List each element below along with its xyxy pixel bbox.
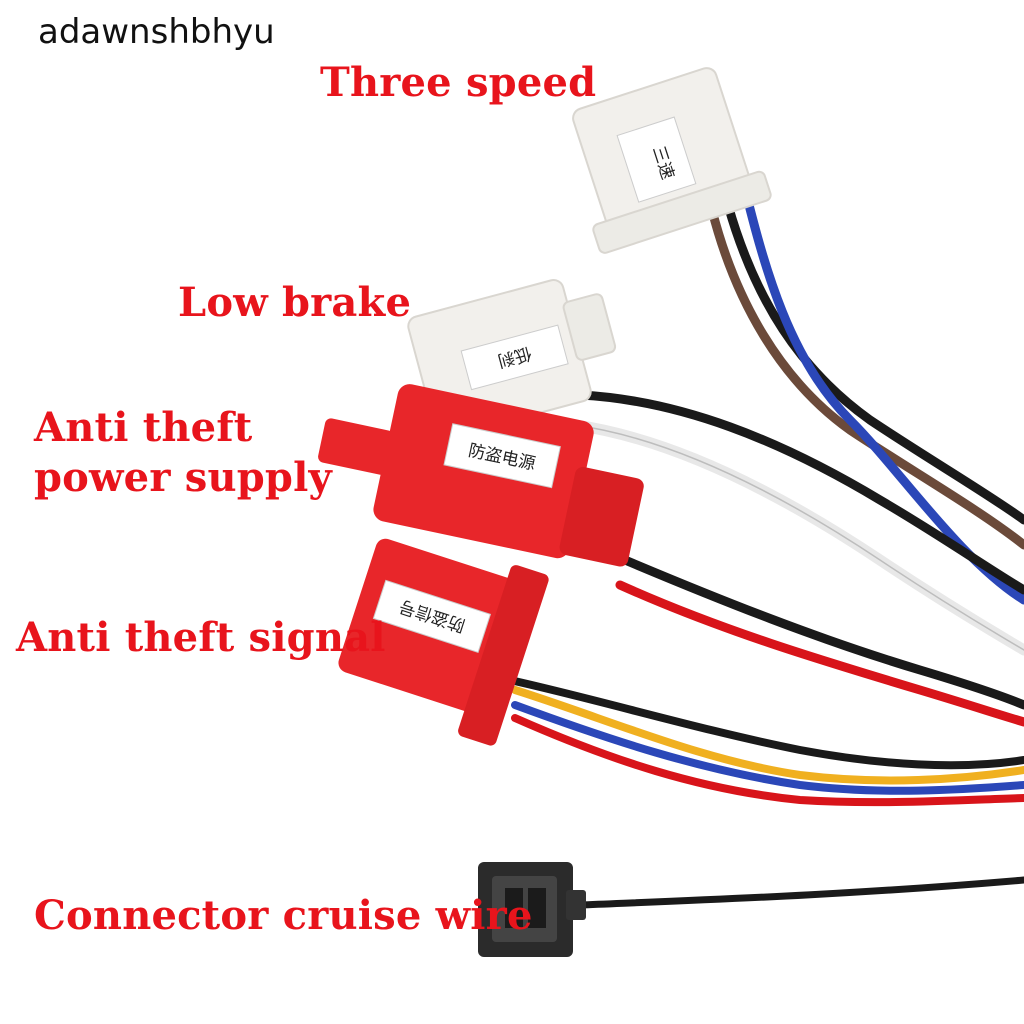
anti-theft-power-wires bbox=[615, 555, 1024, 727]
label-low-brake: Low brake bbox=[178, 279, 412, 326]
low-brake-wires bbox=[569, 390, 1024, 656]
anti-theft-power-connector: 防盗电源 bbox=[318, 384, 644, 567]
cruise-wire bbox=[576, 876, 1024, 909]
anti-theft-signal-connector: 防盗信号 bbox=[338, 538, 549, 746]
label-connector-cruise-wire: Connector cruise wire bbox=[34, 892, 533, 939]
cruise-connector bbox=[478, 862, 586, 957]
three-speed-wires bbox=[707, 180, 1024, 605]
three-speed-connector: 三速 bbox=[572, 67, 772, 254]
label-anti-theft-power-line1: Anti theft bbox=[34, 404, 253, 451]
label-three-speed: Three speed bbox=[320, 59, 597, 106]
label-anti-theft-power-line2: power supply bbox=[34, 454, 332, 501]
label-anti-theft-signal: Anti theft signal bbox=[16, 614, 386, 661]
watermark-text: adawnshbhyu bbox=[38, 12, 275, 52]
anti-theft-signal-wires bbox=[506, 676, 1024, 807]
